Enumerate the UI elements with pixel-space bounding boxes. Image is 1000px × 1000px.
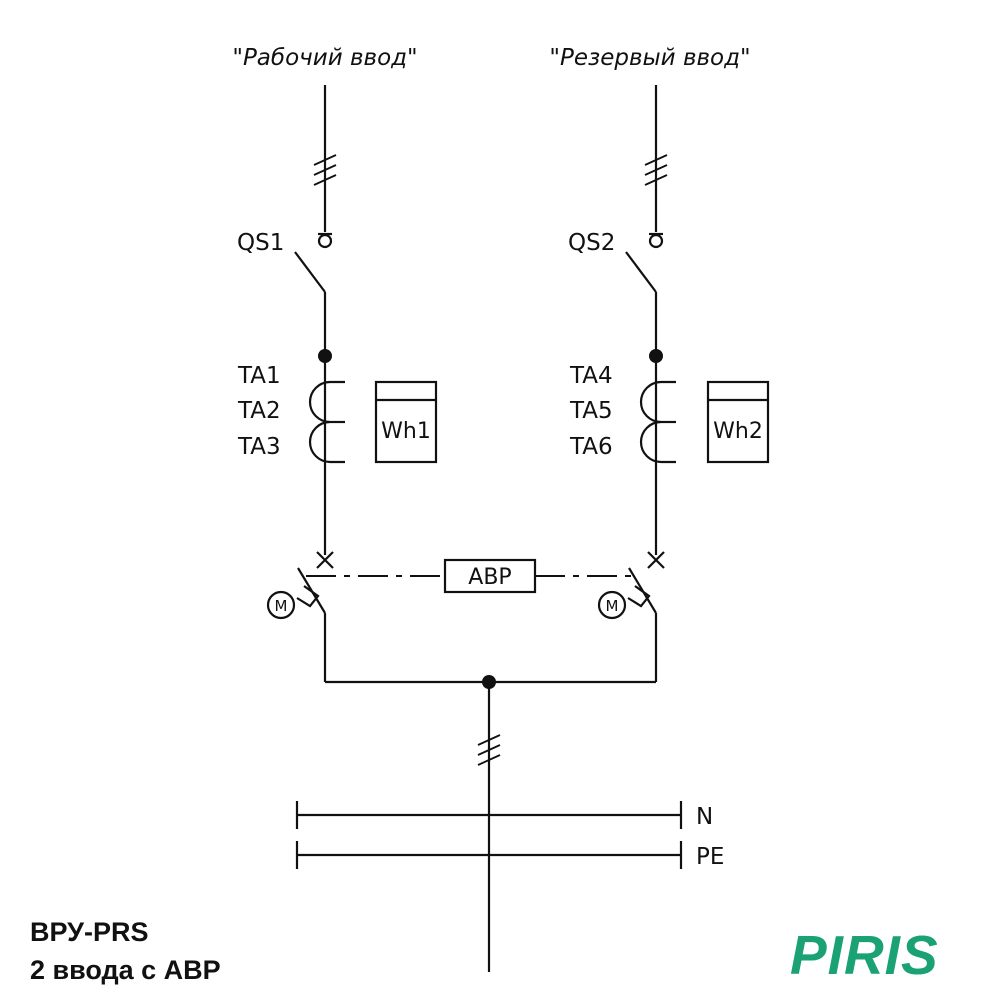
left-motor-icon: [266, 590, 296, 620]
left-three-phase-mark: [313, 154, 337, 186]
pe-bus-label: PE: [696, 844, 724, 870]
ta3-label: TA3: [237, 434, 281, 460]
output-three-phase-mark: [477, 734, 501, 766]
wh2-meter: Wh2: [706, 380, 770, 464]
right-junction-dot: [649, 349, 663, 363]
left-drive-actuator: [296, 585, 320, 608]
right-input-title: "Резервый ввод": [549, 45, 750, 71]
right-breaker-cross-icon: [647, 551, 665, 569]
ta1-label: TA1: [237, 363, 281, 389]
ta4-label: TA4: [569, 363, 613, 389]
ta6-label: TA6: [569, 434, 613, 460]
left-input-branch: "Рабочий ввод" QS1 TA1 TA2 TA3 Wh1: [232, 45, 438, 682]
right-motor-icon: [597, 590, 627, 620]
right-motor-label: M: [606, 597, 619, 615]
left-junction-dot: [318, 349, 332, 363]
qs1-contact-circle: [317, 233, 333, 249]
wh2-label: Wh2: [713, 419, 763, 444]
avr-box: [443, 558, 537, 594]
product-caption-line1: ВРУ-PRS: [30, 917, 149, 947]
pe-bus: PE: [295, 841, 724, 870]
qs2-contact-circle: [648, 233, 664, 249]
qs1-label: QS1: [237, 230, 284, 256]
right-drive-actuator: [627, 585, 651, 608]
product-caption-line2: 2 ввода с АВР: [30, 955, 221, 985]
right-input-branch: "Резервый ввод" QS2 TA4 TA5 TA6 Wh2: [549, 45, 770, 682]
qs1-blade: [294, 251, 326, 293]
avr-block: АВР: [306, 558, 637, 594]
left-breaker-cross-icon: [316, 551, 334, 569]
left-motor-label: M: [275, 597, 288, 615]
left-input-title: "Рабочий ввод": [232, 45, 417, 71]
avr-label: АВР: [468, 565, 511, 590]
qs2-label: QS2: [568, 230, 615, 256]
piris-logo: PIRIS: [790, 924, 939, 986]
ta2-label: TA2: [237, 398, 281, 424]
qs2-blade: [625, 251, 657, 293]
ta5-label: TA5: [569, 398, 613, 424]
common-output: N PE: [295, 675, 724, 972]
neutral-bus-label: N: [696, 804, 713, 830]
right-three-phase-mark: [644, 154, 668, 186]
neutral-bus: N: [295, 801, 713, 830]
wh1-meter: Wh1: [374, 380, 438, 464]
wh1-label: Wh1: [381, 419, 431, 444]
